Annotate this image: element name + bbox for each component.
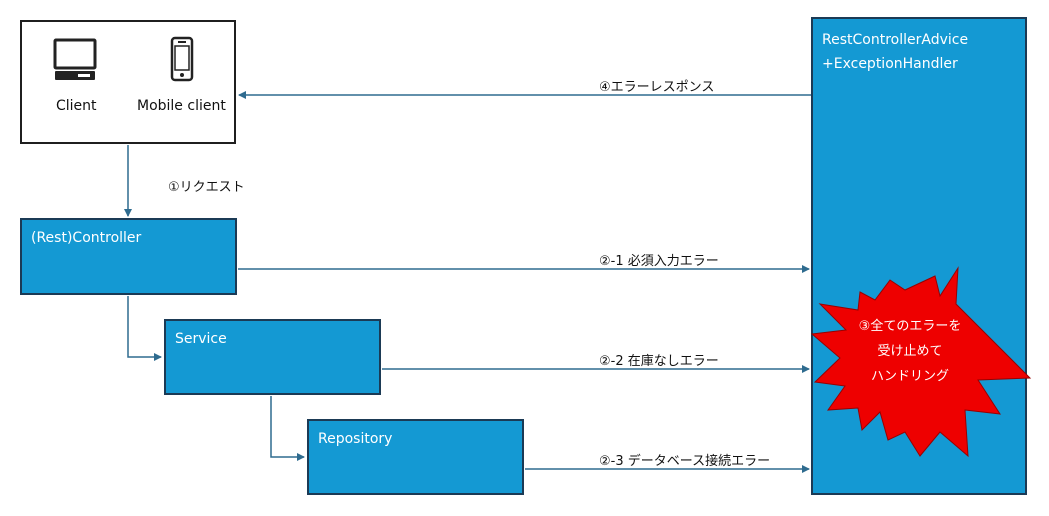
service-label: Service — [175, 331, 227, 347]
error-db-label: ②-3 データベース接続エラー — [599, 454, 771, 469]
service-to-repository-arrow — [270, 396, 305, 461]
advice-label-line2: +ExceptionHandler — [822, 56, 958, 72]
error-required-label: ②-1 必須入力エラー — [599, 254, 719, 269]
client-box: Client Mobile client — [20, 20, 236, 144]
controller-box: (Rest)Controller — [20, 218, 237, 295]
client-label: Client — [56, 98, 97, 114]
error-stock-label: ②-2 在庫なしエラー — [599, 354, 719, 369]
smartphone-icon — [170, 36, 194, 82]
repository-box: Repository — [307, 419, 524, 495]
burst-star — [810, 266, 1032, 458]
repository-label: Repository — [318, 431, 393, 447]
mobile-client-label: Mobile client — [137, 98, 226, 114]
callout-line2: 受け止めて — [877, 344, 943, 359]
request-label: ①リクエスト — [168, 180, 245, 195]
burst-callout-text: ③全てのエラーを 受け止めて ハンドリング — [852, 314, 968, 389]
controller-label: (Rest)Controller — [31, 230, 142, 246]
service-box: Service — [164, 319, 381, 395]
callout-line3: ハンドリング — [870, 369, 949, 384]
advice-label: RestControllerAdvice +ExceptionHandler — [822, 28, 968, 76]
controller-to-service-arrow — [127, 296, 162, 361]
advice-label-line1: RestControllerAdvice — [822, 32, 969, 48]
error-response-label: ④エラーレスポンス — [599, 80, 715, 95]
callout-line1: ③全てのエラーを — [858, 319, 962, 334]
desktop-computer-icon — [53, 38, 97, 80]
